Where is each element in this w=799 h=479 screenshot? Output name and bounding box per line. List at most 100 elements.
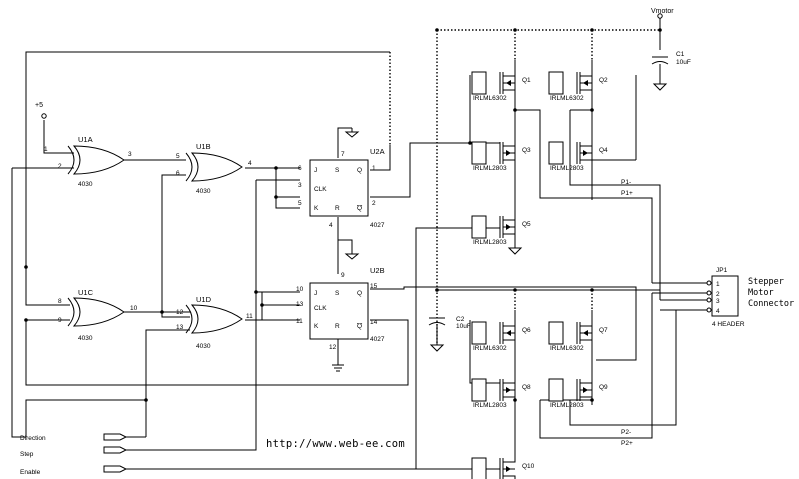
u2a-pin-q: 1 bbox=[372, 165, 376, 172]
input-enable-label: Enable bbox=[20, 469, 41, 476]
u1a-part: 4030 bbox=[78, 181, 93, 188]
net-p1-plus: P1+ bbox=[621, 190, 633, 197]
u1a-pin-out: 3 bbox=[128, 151, 132, 158]
vmotor-supply: Vmotor bbox=[651, 8, 674, 19]
u1b-pin-out: 4 bbox=[248, 160, 252, 167]
mosfet-q5-ref: Q5 bbox=[522, 221, 531, 228]
u1d-part: 4030 bbox=[196, 343, 211, 350]
mosfet-q10: Q10IRLML2803 bbox=[471, 454, 535, 479]
u2b-label-s: S bbox=[335, 290, 340, 297]
net-p2-plus: P2+ bbox=[621, 440, 633, 447]
u2a-label-qbar: Q bbox=[357, 205, 362, 212]
u2b-label-clk: CLK bbox=[314, 305, 327, 312]
u2b-label-r: R bbox=[335, 323, 340, 330]
mosfet-q10-ref: Q10 bbox=[522, 463, 535, 470]
c2-value: 10uF bbox=[456, 323, 471, 330]
u2b-pin-s: 9 bbox=[341, 272, 345, 279]
u2a-pin-qbar: 2 bbox=[372, 200, 376, 207]
u1c-pin-in2: 9 bbox=[58, 317, 62, 324]
xor-gate-u1a: U1A 4030 1 2 3 bbox=[44, 135, 132, 188]
u2b-pin-j: 10 bbox=[296, 286, 304, 293]
u1d-pin-in2: 13 bbox=[176, 324, 184, 331]
jk-flipflop-u2a: U2A 4027 J CLK K S R Q Q 6 3 5 7 4 1 2 bbox=[298, 147, 385, 229]
xor-gate-u1c: U1C 4030 8 9 10 bbox=[58, 288, 138, 342]
plus5-supply: +5 bbox=[35, 102, 47, 119]
u1b-pin-in2: 6 bbox=[176, 170, 180, 177]
u1a-pin-in1: 1 bbox=[44, 146, 48, 153]
mosfet-q1-ref: Q1 bbox=[522, 77, 531, 84]
u1d-ref: U1D bbox=[196, 295, 212, 304]
jp1-pin-3: 3 bbox=[716, 298, 720, 305]
u2b-pin-r: 12 bbox=[329, 344, 337, 351]
u2a-label-s: S bbox=[335, 167, 340, 174]
mosfet-q2-ref: Q2 bbox=[599, 77, 608, 84]
u2a-pin-j: 6 bbox=[298, 165, 302, 172]
u1a-pin-in2: 2 bbox=[58, 163, 62, 170]
mosfet-q1-part: IRLML6302 bbox=[473, 95, 507, 102]
u1d-pin-in1: 12 bbox=[176, 309, 184, 316]
jp1-pin-1: 1 bbox=[716, 281, 720, 288]
u2b-pin-k: 11 bbox=[296, 318, 303, 325]
mosfet-q9-part: IRLML2803 bbox=[550, 402, 584, 409]
net-p1-minus: P1- bbox=[621, 179, 631, 186]
u2a-part: 4027 bbox=[370, 222, 385, 229]
u2a-label-r: R bbox=[335, 205, 340, 212]
logic-wiring bbox=[11, 51, 637, 470]
net-p2-minus: P2- bbox=[621, 429, 631, 436]
u1c-pin-out: 10 bbox=[130, 305, 138, 312]
u1b-part: 4030 bbox=[196, 188, 211, 195]
u2a-pin-clk: 3 bbox=[298, 182, 302, 189]
junction-dots bbox=[24, 28, 662, 402]
c1-value: 10uF bbox=[676, 59, 691, 66]
mosfet-q3-part: IRLML2803 bbox=[473, 165, 507, 172]
mosfet-q6-ref: Q6 bbox=[522, 327, 531, 334]
jp1-pin-2: 2 bbox=[716, 291, 720, 298]
mosfet-q8-part: IRLML2803 bbox=[473, 402, 507, 409]
jp1-ref: JP1 bbox=[716, 267, 728, 274]
u2b-ref: U2B bbox=[370, 266, 385, 275]
vmotor-label: Vmotor bbox=[651, 8, 674, 15]
u2a-label-clk: CLK bbox=[314, 186, 327, 193]
input-direction-label: Direction bbox=[20, 435, 46, 442]
u1c-part: 4030 bbox=[78, 335, 93, 342]
u2a-label-q: Q bbox=[357, 167, 362, 174]
capacitor-c2: C2 10uF bbox=[428, 316, 471, 330]
u2a-pin-k: 5 bbox=[298, 200, 302, 207]
u2b-label-k: K bbox=[314, 323, 319, 330]
mosfet-q4-part: IRLML2803 bbox=[550, 165, 584, 172]
jp1-part: 4 HEADER bbox=[712, 321, 745, 328]
u2a-ref: U2A bbox=[370, 147, 385, 156]
xor-gate-u1b: U1B 4030 5 6 4 bbox=[176, 142, 252, 195]
u2b-pin-clk: 13 bbox=[296, 301, 304, 308]
stepper-connector-jp1: JP1 1 2 3 4 4 HEADER Stepper Motor Conne… bbox=[706, 267, 794, 328]
xor-gate-u1d: U1D 4030 12 13 11 bbox=[176, 295, 253, 350]
net-labels: P1- P1+ P2- P2+ bbox=[621, 179, 633, 447]
input-step-label: Step bbox=[20, 451, 34, 458]
u2b-label-j: J bbox=[314, 290, 317, 297]
plus5-label: +5 bbox=[35, 102, 43, 109]
website-label: http://www.web-ee.com bbox=[266, 438, 405, 450]
u1b-pin-in1: 5 bbox=[176, 153, 180, 160]
mosfet-q6-part: IRLML6302 bbox=[473, 345, 507, 352]
u1b-ref: U1B bbox=[196, 142, 211, 151]
jp1-pin-4: 4 bbox=[716, 308, 720, 315]
connector-title-line2: Motor bbox=[748, 288, 774, 298]
c1-ref: C1 bbox=[676, 51, 685, 58]
connector-title-line1: Stepper bbox=[748, 277, 784, 287]
u1a-ref: U1A bbox=[78, 135, 93, 144]
u2b-label-qbar: Q bbox=[357, 323, 362, 330]
u1c-pin-in1: 8 bbox=[58, 298, 62, 305]
mosfet-q7-part: IRLML6302 bbox=[550, 345, 584, 352]
mosfet-q2-part: IRLML6302 bbox=[550, 95, 584, 102]
c2-ref: C2 bbox=[456, 316, 465, 323]
